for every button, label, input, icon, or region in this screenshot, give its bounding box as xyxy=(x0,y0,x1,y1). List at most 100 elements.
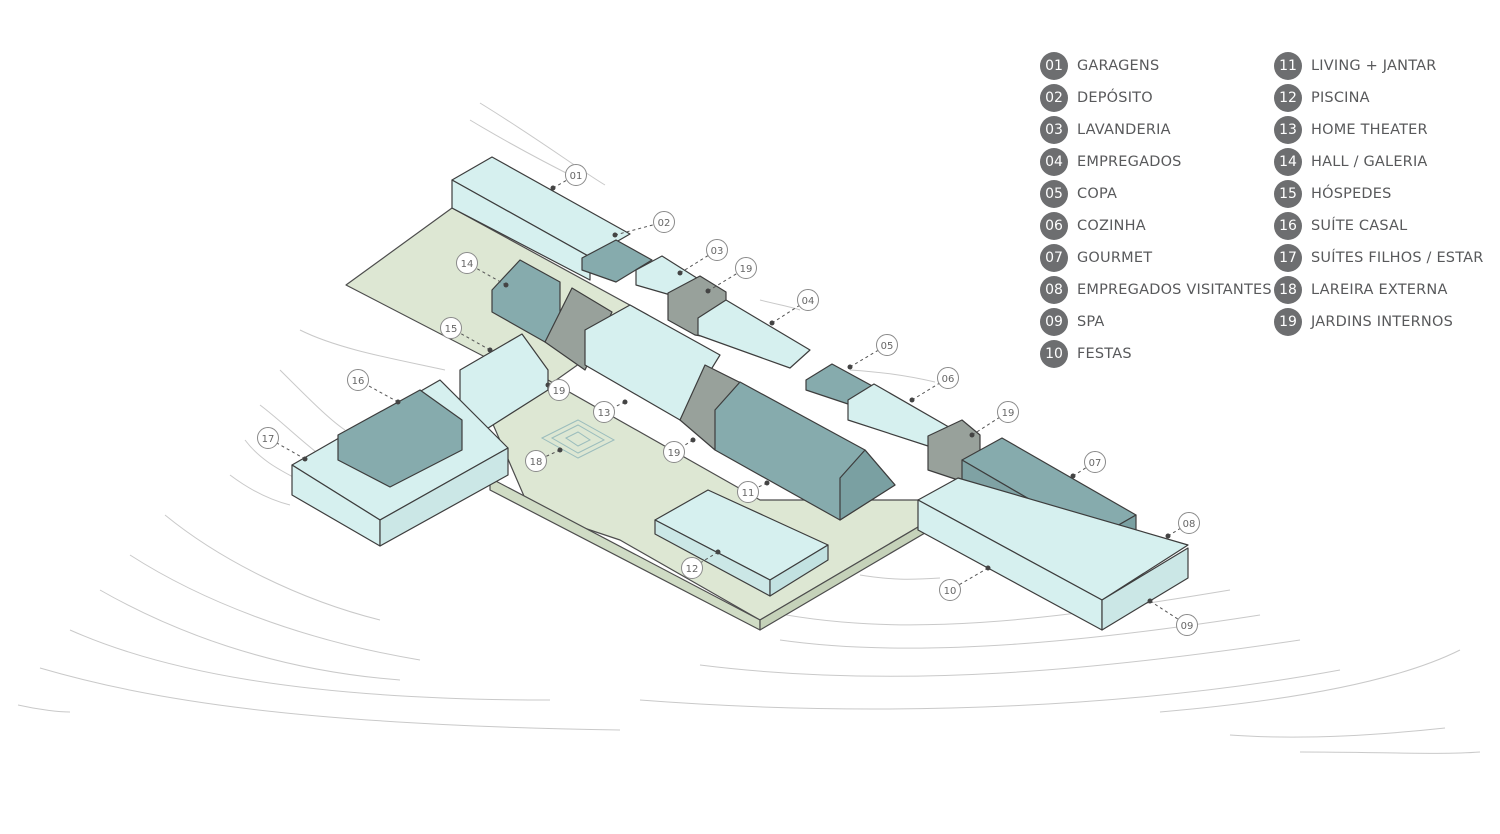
callout-anchor-dot xyxy=(705,288,711,294)
callout-anchor-dot xyxy=(969,432,975,438)
legend-label: DEPÓSITO xyxy=(1077,90,1153,106)
callout-bubble xyxy=(706,239,728,261)
legend-label: GOURMET xyxy=(1077,250,1153,266)
callout-03: 03 xyxy=(677,239,728,276)
callout-bubble xyxy=(525,450,547,472)
callout-number: 11 xyxy=(742,488,755,499)
legend-label: HÓSPEDES xyxy=(1311,186,1392,202)
legend-label: COPA xyxy=(1077,186,1118,202)
callout-02: 02 xyxy=(612,211,675,238)
callout-anchor-dot xyxy=(769,320,775,326)
callout-bubble xyxy=(939,579,961,601)
legend-number-badge: 15 xyxy=(1274,180,1302,208)
callout-bubble xyxy=(937,367,959,389)
callout-number: 05 xyxy=(881,341,894,352)
legend-number-badge: 05 xyxy=(1040,180,1068,208)
callout-number: 03 xyxy=(711,246,724,257)
legend-item: 14 HALL / GALERIA xyxy=(1274,146,1484,178)
callout-09: 09 xyxy=(1147,598,1198,636)
legend-label: LAVANDERIA xyxy=(1077,122,1171,138)
callout-leader xyxy=(971,411,1009,436)
callout-number: 13 xyxy=(598,408,611,419)
legend-label: EMPREGADOS VISITANTES xyxy=(1077,282,1272,298)
callout-bubble xyxy=(593,401,615,423)
legend-label: LIVING + JANTAR xyxy=(1311,58,1437,74)
callout-bubble xyxy=(735,257,757,279)
callout-leader xyxy=(911,377,949,401)
legend-label: HALL / GALERIA xyxy=(1311,154,1428,170)
legend-number-badge: 18 xyxy=(1274,276,1302,304)
empregados-block xyxy=(697,299,811,369)
living-dark-gable xyxy=(839,449,896,521)
callout-number: 01 xyxy=(570,171,583,182)
callout-anchor-dot xyxy=(985,565,991,571)
legend-item: 18 LAREIRA EXTERNA xyxy=(1274,274,1484,306)
legend-label: LAREIRA EXTERNA xyxy=(1311,282,1448,298)
callout-anchor-dot xyxy=(550,185,556,191)
legend-number-badge: 09 xyxy=(1040,308,1068,336)
legend-number-badge: 01 xyxy=(1040,52,1068,80)
legend-number-badge: 02 xyxy=(1040,84,1068,112)
callout-number: 02 xyxy=(658,218,671,229)
callout-18: 18 xyxy=(525,447,563,472)
callout-bubble xyxy=(548,379,570,401)
spa-block-front xyxy=(1101,547,1189,631)
gray-connector-1 xyxy=(544,287,613,371)
callout-bubble xyxy=(1176,614,1198,636)
callout-anchor-dot xyxy=(503,282,509,288)
callout-13: 13 xyxy=(593,399,628,423)
callout-number: 06 xyxy=(942,374,955,385)
callout-05: 05 xyxy=(847,334,898,370)
callout-19: 19 xyxy=(705,257,757,294)
callout-number: 19 xyxy=(740,264,753,275)
callout-leader xyxy=(1072,461,1096,477)
callout-19: 19 xyxy=(545,379,570,401)
buildings xyxy=(291,156,1189,631)
callout-number: 15 xyxy=(445,324,458,335)
callout-07: 07 xyxy=(1070,451,1106,479)
legend-number-badge: 10 xyxy=(1040,340,1068,368)
legend-number-badge: 12 xyxy=(1274,84,1302,112)
callout-bubble xyxy=(663,441,685,463)
callout-number: 12 xyxy=(686,564,699,575)
suites-base-front xyxy=(379,447,509,547)
garage-block-side xyxy=(451,179,591,281)
callout-number: 10 xyxy=(944,586,957,597)
callout-layer: 0102031904050619070809101112131819191415… xyxy=(257,164,1200,636)
callout-anchor-dot xyxy=(677,270,683,276)
callout-10: 10 xyxy=(939,565,991,601)
callout-number: 19 xyxy=(553,386,566,397)
callout-anchor-dot xyxy=(909,397,915,403)
callout-04: 04 xyxy=(769,289,819,326)
callout-number: 19 xyxy=(1002,408,1015,419)
legend-number-badge: 03 xyxy=(1040,116,1068,144)
callout-14: 14 xyxy=(456,252,509,288)
callout-17: 17 xyxy=(257,427,308,462)
legend-number-badge: 14 xyxy=(1274,148,1302,176)
legend-item: 02 DEPÓSITO xyxy=(1040,82,1272,114)
legend-number-badge: 08 xyxy=(1040,276,1068,304)
callout-anchor-dot xyxy=(715,549,721,555)
legend-label: SUÍTE CASAL xyxy=(1311,218,1408,234)
callout-bubble xyxy=(653,211,675,233)
callout-anchor-dot xyxy=(1070,473,1076,479)
fireplace xyxy=(540,419,616,459)
callout-number: 16 xyxy=(352,376,365,387)
callout-number: 08 xyxy=(1183,519,1196,530)
legend-label: SUÍTES FILHOS / ESTAR xyxy=(1311,250,1484,266)
legend-label: GARAGENS xyxy=(1077,58,1160,74)
legend-number-badge: 06 xyxy=(1040,212,1068,240)
callout-number: 18 xyxy=(530,457,543,468)
callout-bubble xyxy=(797,289,819,311)
callout-bubble xyxy=(347,369,369,391)
legend-number-badge: 13 xyxy=(1274,116,1302,144)
callout-bubble xyxy=(737,481,759,503)
